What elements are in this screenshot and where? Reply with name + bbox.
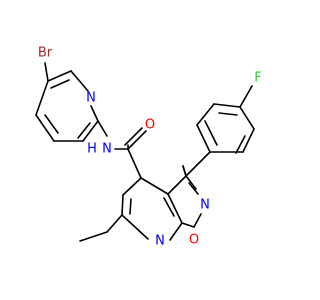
bond	[44, 62, 49, 82]
bond	[79, 231, 108, 242]
bond	[235, 135, 246, 154]
pyridine-ring-nitrogen-label: N	[155, 234, 165, 249]
bond	[193, 213, 202, 228]
bond	[239, 85, 253, 108]
bond	[167, 175, 187, 195]
bond	[47, 70, 72, 82]
bond	[121, 214, 149, 240]
bond	[239, 106, 255, 130]
bond	[181, 222, 195, 228]
fluorine-label: F	[254, 71, 261, 86]
bond	[213, 103, 241, 108]
bond	[127, 148, 142, 179]
bond	[182, 165, 187, 177]
bond	[167, 193, 183, 224]
bond	[77, 122, 91, 139]
bond	[97, 120, 108, 137]
carbonyl-oxygen-label: O	[145, 118, 155, 133]
bond	[106, 214, 123, 233]
bond-layer	[35, 62, 255, 242]
bond	[218, 112, 238, 116]
bond	[121, 194, 124, 216]
bond	[124, 127, 143, 146]
bond	[163, 197, 175, 217]
molecule-structure: Br N N H O F N O N	[35, 46, 262, 249]
bond	[127, 130, 147, 150]
bond	[35, 114, 55, 142]
pyridine-nitrogen-label: N	[86, 91, 96, 106]
isoxazole-oxygen-label: O	[189, 233, 199, 248]
bond	[140, 177, 169, 195]
bond	[50, 79, 70, 89]
bond	[196, 124, 211, 153]
bond	[44, 114, 59, 134]
bromine-label: Br	[38, 46, 53, 61]
amide-hydrogen-label: H	[87, 142, 97, 157]
bond	[169, 222, 183, 241]
bond	[185, 151, 211, 177]
isoxazole-nitrogen-label: N	[200, 198, 210, 213]
bond	[82, 120, 99, 142]
bond	[70, 70, 89, 92]
bond	[242, 128, 255, 153]
bond	[188, 182, 199, 195]
bond	[35, 80, 49, 116]
bond	[185, 175, 197, 190]
bond	[90, 105, 99, 122]
atom-label-layer: Br N N H O F N O N	[38, 46, 262, 249]
amide-nitrogen-label: N	[102, 142, 112, 157]
bond	[204, 120, 218, 146]
bond	[196, 103, 215, 126]
bond	[122, 177, 142, 196]
bond	[129, 198, 132, 215]
